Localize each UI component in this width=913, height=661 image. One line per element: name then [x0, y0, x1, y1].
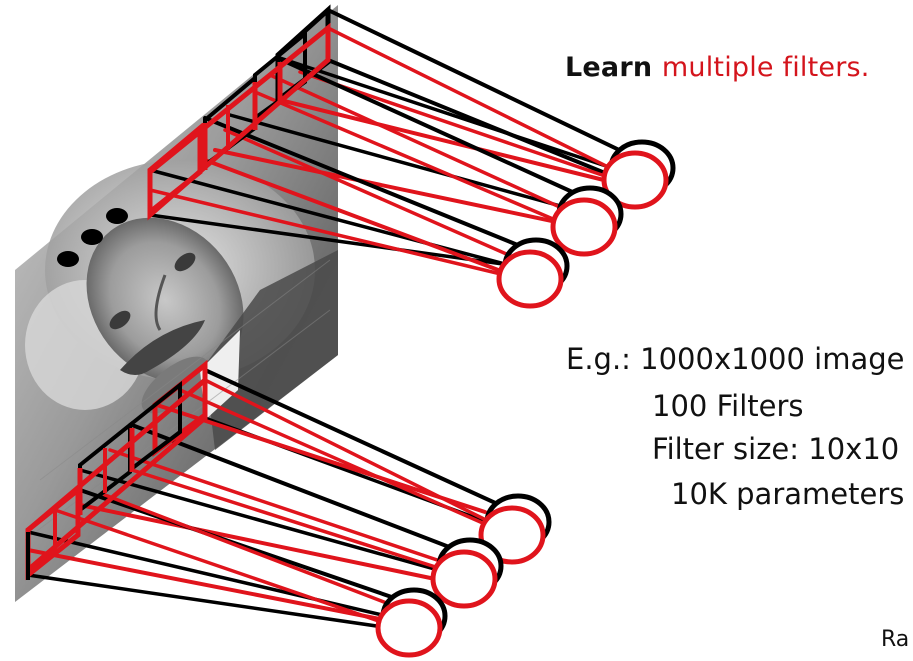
bottom-filter-connections — [26, 368, 517, 632]
top-neurons — [496, 139, 676, 309]
bottom-filter-windows — [25, 359, 208, 581]
example-filter-size: Filter size: 10x10 — [652, 432, 900, 466]
top-filter-connections — [148, 8, 642, 282]
neuron-bottom-3 — [375, 587, 448, 658]
title-prefix: Learn — [565, 52, 653, 83]
bottom-neurons — [375, 493, 552, 658]
neuron-top-2 — [550, 185, 624, 257]
neuron-top-3 — [496, 237, 570, 309]
neuron-bottom-2 — [430, 537, 504, 609]
top-filter-windows — [147, 4, 331, 221]
corner-attribution: Ra — [881, 627, 910, 652]
example-parameter-count: 10K parameters — [671, 477, 905, 511]
example-filter-count: 100 Filters — [652, 389, 804, 423]
ellipsis-dots — [57, 208, 128, 267]
slide-title: Learn multiple filters. — [565, 52, 870, 83]
title-highlight: multiple filters. — [661, 52, 870, 83]
neuron-top-1 — [601, 139, 676, 210]
neuron-bottom-1 — [478, 493, 552, 565]
example-image-size: E.g.: 1000x1000 image — [566, 342, 905, 376]
